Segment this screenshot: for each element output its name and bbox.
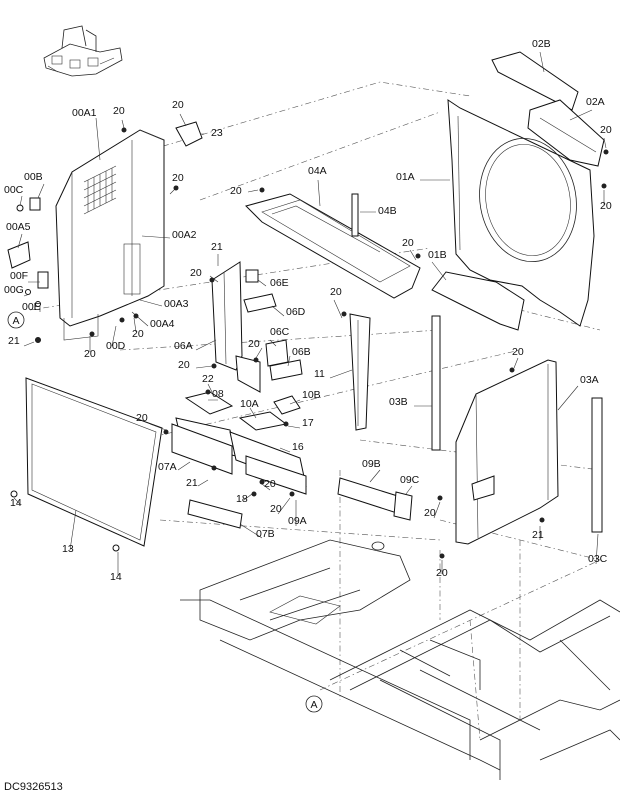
callout-06e: 06E xyxy=(270,277,289,289)
callout-20_f: 20 xyxy=(84,348,96,360)
part-07B xyxy=(187,499,243,529)
part-03B xyxy=(431,315,441,451)
part-11 xyxy=(349,313,371,431)
callout-01b: 01B xyxy=(428,249,447,261)
part-01B xyxy=(431,271,525,331)
callout-09a: 09A xyxy=(288,515,307,527)
callout-08: 08 xyxy=(212,388,224,400)
part-00A1-side-panel xyxy=(55,129,165,341)
callout-20_l: 20 xyxy=(264,478,276,490)
callout-22: 22 xyxy=(202,373,214,385)
callout-14_a: 14 xyxy=(10,497,22,509)
callout-06d: 06D xyxy=(286,306,306,318)
part-13-panel xyxy=(10,377,163,552)
parts-06B-06E xyxy=(243,269,303,381)
callout-00a4: 00A4 xyxy=(150,318,175,330)
callout-02b: 02B xyxy=(532,38,551,50)
callout-01a: 01A xyxy=(396,171,415,183)
drawing-number: DC9326513 xyxy=(4,781,63,793)
callout-00a1: 00A1 xyxy=(72,107,97,119)
lower-frame xyxy=(180,539,620,780)
callout-00e: 00E xyxy=(22,301,41,313)
reference-marker-A-bottom: A xyxy=(305,695,323,713)
callout-20_e: 20 xyxy=(330,286,342,298)
callout-20_tr1: 20 xyxy=(600,124,612,136)
callout-14_b: 14 xyxy=(110,571,122,583)
callout-20_n: 20 xyxy=(424,507,436,519)
callout-20_o: 20 xyxy=(436,567,448,579)
callout-10a: 10A xyxy=(240,398,259,410)
callout-20_b: 20 xyxy=(172,99,184,111)
part-04B xyxy=(351,193,359,237)
callout-07b: 07B xyxy=(256,528,275,540)
callout-20_a: 20 xyxy=(113,105,125,117)
part-06A xyxy=(211,261,261,393)
callout-00f: 00F xyxy=(10,270,28,282)
callout-21_b: 21 xyxy=(8,335,20,347)
callout-20_k: 20 xyxy=(136,412,148,424)
marker-a-left-text: A xyxy=(12,315,19,327)
callout-00a5: 00A5 xyxy=(6,221,31,233)
part-09A xyxy=(245,455,307,495)
callout-20_m: 20 xyxy=(270,503,282,515)
callout-02a: 02A xyxy=(586,96,605,108)
callout-03b: 03B xyxy=(389,396,408,408)
callout-21_a: 21 xyxy=(211,241,223,253)
callout-10b: 10B xyxy=(302,389,321,401)
callout-20_g: 20 xyxy=(132,328,144,340)
callout-20_c: 20 xyxy=(172,172,184,184)
callout-21_c: 21 xyxy=(186,477,198,489)
callout-03a: 03A xyxy=(580,374,599,386)
part-01A-fan-shroud xyxy=(447,99,595,327)
callout-17: 17 xyxy=(302,417,314,429)
callout-20_h: 20 xyxy=(248,338,260,350)
callout-06b: 06B xyxy=(292,346,311,358)
leader-lines xyxy=(13,51,607,576)
callout-20_d: 20 xyxy=(190,267,202,279)
marker-a-bottom-text: A xyxy=(310,699,317,711)
callout-00g: 00G xyxy=(4,284,24,296)
part-03A-side-panel xyxy=(455,359,559,545)
callout-07a: 07A xyxy=(158,461,177,473)
callout-00a3: 00A3 xyxy=(164,298,189,310)
callout-06c: 06C xyxy=(270,326,290,338)
reference-marker-A-left: A xyxy=(7,311,25,329)
callout-11: 11 xyxy=(314,368,325,380)
fasteners xyxy=(35,127,609,559)
callout-20_i: 20 xyxy=(178,359,190,371)
part-07A xyxy=(171,423,233,475)
callout-00d: 00D xyxy=(106,340,126,352)
callout-03c: 03C xyxy=(588,553,608,565)
machine-locator-icon xyxy=(43,25,123,77)
part-03C xyxy=(591,397,603,533)
callout-00c: 00C xyxy=(4,184,24,196)
callout-09c: 09C xyxy=(400,474,420,486)
callout-06a: 06A xyxy=(174,340,193,352)
callout-20_tr2: 20 xyxy=(600,200,612,212)
callout-00a2: 00A2 xyxy=(172,229,197,241)
part-09C xyxy=(393,491,413,521)
part-09B xyxy=(337,477,405,515)
grille-grid xyxy=(83,165,117,215)
part-02B xyxy=(491,51,579,111)
callout-18: 18 xyxy=(236,493,248,505)
callout-09b: 09B xyxy=(362,458,381,470)
callout-20_j: 20 xyxy=(512,346,524,358)
callout-labels: 02B 02A 20 20 01A 04A 04B 20 20 01B 00A1 20 20 23 20 00… xyxy=(4,38,612,583)
callout-23: 23 xyxy=(211,127,223,139)
callout-16: 16 xyxy=(292,441,304,453)
callout-21_d: 21 xyxy=(532,529,544,541)
callout-13: 13 xyxy=(62,543,74,555)
callout-20_04: 20 xyxy=(230,185,242,197)
construction-lines xyxy=(29,81,601,741)
callout-04a: 04A xyxy=(308,165,327,177)
callout-20_01b: 20 xyxy=(402,237,414,249)
callout-04b: 04B xyxy=(378,205,397,217)
part-04A-top-cover xyxy=(245,193,421,299)
callout-00b: 00B xyxy=(24,171,43,183)
part-02A xyxy=(527,99,605,167)
part-23-bracket xyxy=(175,121,203,147)
